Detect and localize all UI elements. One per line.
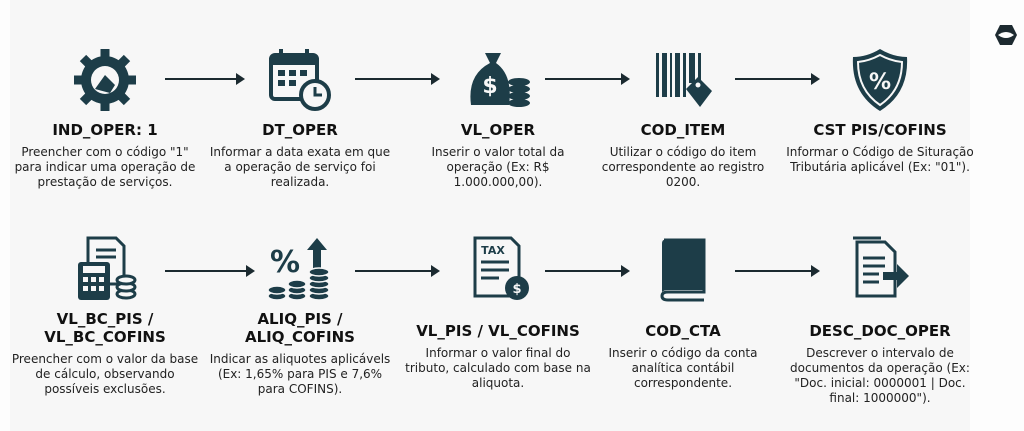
step-description: Descrever o intervalo de documentos da o… xyxy=(790,346,970,405)
calendar-clock-icon xyxy=(269,49,331,111)
svg-text:$: $ xyxy=(512,282,521,297)
tax-label: TAX xyxy=(481,244,505,257)
document-export-icon xyxy=(853,236,909,298)
svg-text:$: $ xyxy=(482,74,497,99)
gear-hand-icon xyxy=(74,49,136,111)
step-description: Informar o valor final do tributo, calcu… xyxy=(405,346,591,390)
step-cst-pis-cofins: % CST PIS/COFINS Informar o Código de Si… xyxy=(785,45,975,175)
step-title: COD_ITEM xyxy=(640,121,726,139)
step-title: IND_OPER: 1 xyxy=(52,121,158,139)
step-dt-oper: DT_OPER Informar a data exata em que a o… xyxy=(205,45,395,190)
arrow-icon xyxy=(165,265,255,277)
step-ind-oper: IND_OPER: 1 Preencher com o código "1" p… xyxy=(10,45,200,190)
step-title: VL_BC_PIS / VL_BC_COFINS xyxy=(44,310,166,346)
tax-document-icon: TAX $ xyxy=(473,236,529,300)
step-description: Inserir o valor total da operação (Ex: R… xyxy=(431,145,565,189)
step-cod-cta: COD_CTA Inserir o código da conta analít… xyxy=(588,234,778,391)
step-title: COD_CTA xyxy=(645,322,721,340)
step-vl-oper: $ VL_OPER Inserir o valor total da opera… xyxy=(403,45,593,190)
step-description: Informar o Código de Situração Tributári… xyxy=(786,145,974,174)
step-title: ALIQ_PIS / ALIQ_COFINS xyxy=(245,310,355,346)
arrow-icon xyxy=(735,265,820,277)
svg-text:%: % xyxy=(869,70,891,95)
step-title: DT_OPER xyxy=(262,121,338,139)
arrow-icon xyxy=(355,73,440,85)
step-vl-bc: VL_BC_PIS / VL_BC_COFINS Preencher com o… xyxy=(10,234,200,397)
step-aliq: % ALIQ_PIS / ALIQ_COFINS Indicar as aliq… xyxy=(205,234,395,397)
step-title: DESC_DOC_OPER xyxy=(809,322,951,340)
arrow-icon xyxy=(545,265,630,277)
book-icon xyxy=(660,238,706,302)
hexagon-logo-icon[interactable] xyxy=(994,24,1018,46)
arrow-icon xyxy=(165,73,245,85)
arrow-icon xyxy=(355,265,440,277)
step-description: Indicar as aliquotes aplicávels (Ex: 1,6… xyxy=(209,352,391,396)
step-description: Preencher com o valor da base de cálculo… xyxy=(11,352,199,396)
step-title: VL_PIS / VL_COFINS xyxy=(416,322,580,340)
step-title: VL_OPER xyxy=(460,121,536,139)
step-desc-doc-oper: DESC_DOC_OPER Descrever o intervalo de d… xyxy=(785,234,975,406)
barcode-tag-icon xyxy=(656,53,712,107)
step-description: Informar a data exata em que a operação … xyxy=(209,145,391,189)
step-description: Utilizar o código do item correspondente… xyxy=(601,145,765,189)
step-title: CST PIS/COFINS xyxy=(813,121,947,139)
arrow-icon xyxy=(545,73,630,85)
step-cod-item: COD_ITEM Utilizar o código do item corre… xyxy=(588,45,778,190)
calculator-document-icon xyxy=(78,236,137,300)
shield-percent-icon: % xyxy=(852,49,908,111)
step-description: Inserir o código da conta analítica cont… xyxy=(608,346,758,390)
arrow-icon xyxy=(735,73,820,85)
step-vl-pis: TAX $ VL_PIS / VL_COFINS Informar o valo… xyxy=(403,234,593,391)
percent-coins-icon: % xyxy=(267,238,330,301)
step-description: Preencher com o código "1" para indicar … xyxy=(14,145,196,189)
money-bag-icon: $ xyxy=(470,53,530,107)
svg-text:%: % xyxy=(270,245,300,280)
